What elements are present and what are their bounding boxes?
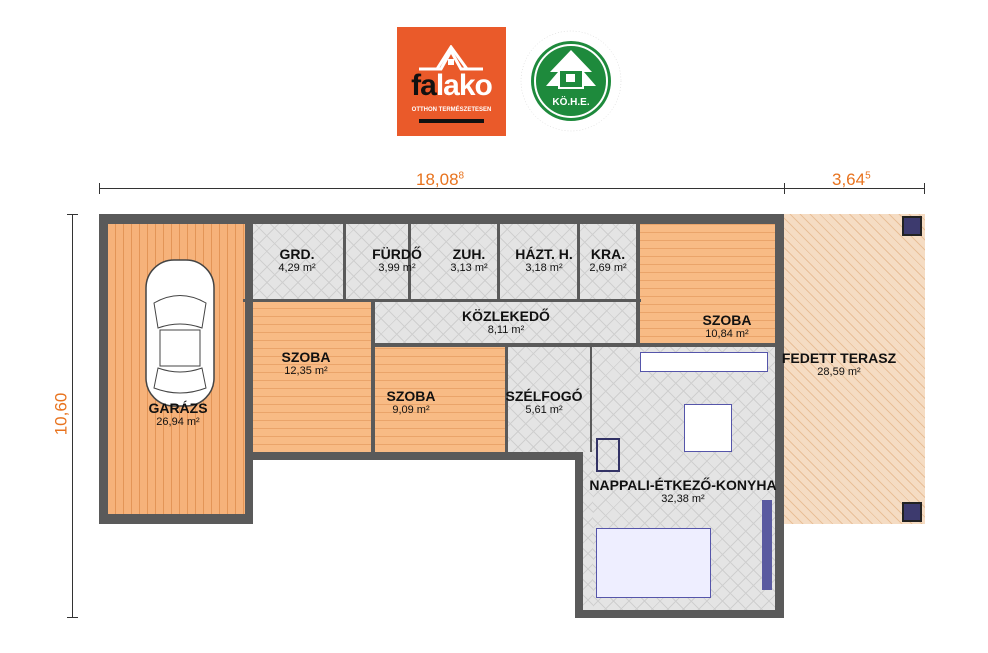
wall: [636, 224, 640, 344]
room-furdo: [346, 224, 408, 299]
wall: [343, 224, 346, 299]
room-szoba-2: [253, 302, 371, 452]
tv-cabinet: [762, 500, 772, 590]
room-terrace: [784, 214, 925, 524]
dimension-tick: [924, 183, 925, 194]
wall: [577, 224, 580, 299]
terrace-post: [902, 216, 922, 236]
wall: [408, 224, 411, 299]
wall: [497, 224, 500, 299]
dimension-tick: [67, 617, 78, 618]
room-szoba-3: [375, 347, 505, 452]
wall: [253, 452, 583, 460]
wall: [375, 343, 775, 347]
terrace-width-label: 3,645: [832, 170, 871, 189]
room-grd: [253, 224, 343, 299]
room-label: HÁZT. H.3,18 m²: [515, 246, 573, 274]
wall: [245, 224, 253, 524]
car-icon: [145, 259, 215, 407]
house-roof-icon: [419, 45, 483, 71]
falako-wordmark: falako: [411, 69, 493, 102]
wall: [775, 214, 784, 618]
wall: [575, 610, 784, 618]
room-hazt: [500, 224, 577, 299]
svg-text:KÖ.H.E.: KÖ.H.E.: [552, 95, 589, 108]
dimension-tick: [67, 214, 78, 215]
room-szoba-1: [640, 224, 775, 344]
dimension-line-horizontal: [99, 188, 925, 189]
room-kozlekedo: [375, 302, 636, 343]
room-label: KRA.2,69 m²: [589, 246, 627, 274]
room-szelfogo: [508, 347, 590, 452]
room-zuh: [411, 224, 497, 299]
falako-logo: falako OTTHON TERMÉSZETESEN: [397, 27, 506, 136]
dimension-line-vertical: [72, 214, 73, 618]
main-width-label: 18,088: [416, 170, 465, 189]
room-label: ZUH.3,13 m²: [450, 246, 488, 274]
depth-label: 10,60: [51, 392, 71, 436]
falako-bar: [419, 119, 484, 123]
dining-table: [684, 404, 732, 452]
wall: [99, 214, 784, 224]
falako-tagline: OTTHON TERMÉSZETESEN: [411, 107, 492, 113]
kohe-logo: KÖ.H.E.: [520, 30, 622, 132]
fireplace: [596, 438, 620, 472]
terrace-post: [902, 502, 922, 522]
wall: [590, 347, 592, 452]
wall: [505, 347, 508, 452]
wall: [99, 214, 108, 524]
wall: [575, 452, 583, 618]
kitchen-counter: [640, 352, 768, 372]
room-nappali-ext: [583, 452, 593, 610]
wall: [99, 514, 253, 524]
wall: [371, 299, 375, 452]
wall: [243, 299, 641, 302]
room-label: GRD.4,29 m²: [278, 246, 316, 274]
dimension-tick: [784, 183, 785, 194]
sofa: [596, 528, 711, 598]
room-kra: [580, 224, 636, 299]
dimension-tick: [99, 183, 100, 194]
